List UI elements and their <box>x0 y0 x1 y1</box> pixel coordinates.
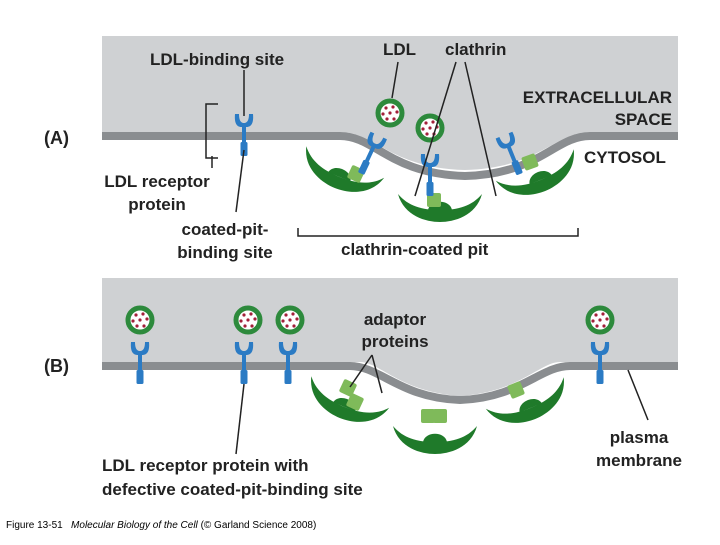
panel-b-label: (B) <box>44 356 69 376</box>
panel-a-label: (A) <box>44 128 69 148</box>
leader-lines-a <box>205 61 579 237</box>
book-title: Molecular Biology of the Cell <box>71 520 198 531</box>
defective-receptor-label-line1: LDL receptor protein with <box>102 456 309 475</box>
plasma-membrane-label-line2: membrane <box>596 451 682 470</box>
plasma-membrane-label-line1: plasma <box>609 428 669 447</box>
extracellular-label-line1: EXTRACELLULAR <box>522 88 672 107</box>
defective-receptor-label-line2: defective coated-pit-binding site <box>102 480 363 499</box>
adaptor-proteins-label-line2: proteins <box>361 332 429 351</box>
plasma-membrane-a <box>102 132 678 181</box>
plasma-membrane-b <box>102 362 678 405</box>
adaptor-proteins-label-line1: adaptor <box>363 310 427 329</box>
ldl-receptor-label-line2: protein <box>128 195 186 214</box>
coated-pit-binding-label-line1: coated-pit- <box>181 220 269 239</box>
ldl-label: LDL <box>383 40 417 59</box>
credit-text: (© Garland Science 2008) <box>200 520 317 531</box>
clathrin-label: clathrin <box>445 40 507 59</box>
coated-pit-binding-label-line2: binding site <box>177 243 273 262</box>
cytosol-label: CYTOSOL <box>584 148 666 167</box>
ldl-binding-site-label: LDL-binding site <box>150 50 285 69</box>
figure-caption: Figure 13-51 Molecular Biology of the Ce… <box>6 520 316 531</box>
leader-lines-b <box>235 354 649 455</box>
clathrin-coated-pit-label: clathrin-coated pit <box>341 240 489 259</box>
ldl-receptor-label-line1: LDL receptor <box>104 172 210 191</box>
extracellular-label-line2: SPACE <box>614 110 672 129</box>
figure-number: Figure 13-51 <box>6 520 63 531</box>
